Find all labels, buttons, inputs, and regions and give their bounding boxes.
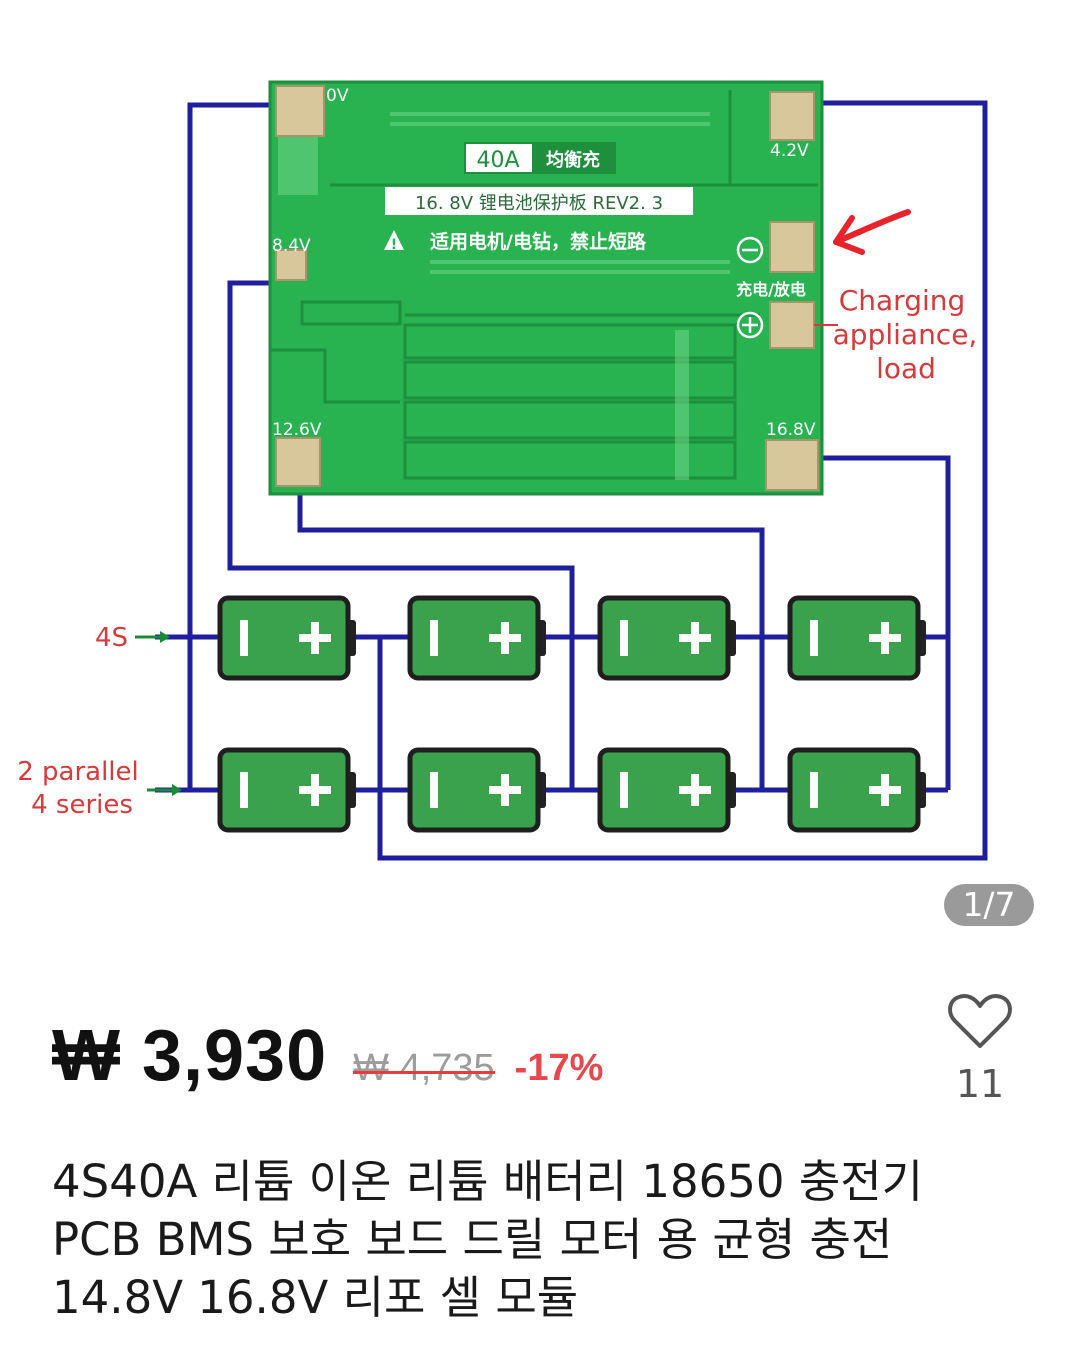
battery-cell: [217, 595, 356, 681]
solder-pads: [275, 85, 819, 491]
board-badge-side: 均衡充: [546, 149, 600, 171]
favorite-count: 11: [955, 1062, 1005, 1106]
pad-label-4-2v: 4.2V: [770, 141, 809, 161]
svg-text:!: !: [391, 237, 397, 253]
pad-label-16-8v: 16.8V: [766, 420, 816, 440]
board-badge-main: 40A: [476, 148, 519, 173]
svg-text:load: load: [876, 352, 936, 385]
product-title-line: PCB BMS 보호 보드 드릴 모터 용 균형 충전: [52, 1213, 893, 1266]
battery-cell: [787, 595, 926, 681]
minus-symbol-icon: [736, 236, 764, 264]
series-arrow-icon: [135, 631, 170, 643]
board-spec-line: 16. 8V 锂电池保护板 REV2. 3: [415, 193, 663, 214]
image-counter: 1/7: [944, 884, 1034, 926]
battery-cell: [787, 747, 926, 833]
product-image-gallery[interactable]: 40A 均衡充 16. 8V 锂电池保护板 REV2. 3 ! 适用电机/电钻，…: [0, 0, 1080, 950]
battery-cell: [407, 595, 546, 681]
svg-text:2 parallel: 2 parallel: [17, 757, 139, 787]
pad-label-12-6v: 12.6V: [272, 420, 322, 440]
parallel-label: 2 parallel 4 series: [17, 757, 139, 820]
parallel-arrow-icon: [147, 784, 182, 796]
red-arrow-icon: [833, 209, 911, 255]
battery-cell: [597, 747, 736, 833]
favorite-button[interactable]: 11: [940, 990, 1020, 1120]
battery-cell: [407, 747, 546, 833]
product-title-line: 14.8V 16.8V 리포 셀 모듈: [52, 1271, 579, 1324]
pad-label-8-4v: 8.4V: [272, 236, 311, 256]
battery-cell: [597, 595, 736, 681]
product-title: 4S40A 리튬 이온 리튬 배터리 18650 충전기 PCB BMS 보호 …: [52, 1153, 1042, 1327]
svg-text:4 series: 4 series: [31, 790, 133, 820]
svg-text:Charging: Charging: [839, 284, 966, 317]
pcb-board: 40A 均衡充 16. 8V 锂电池保护板 REV2. 3 ! 适用电机/电钻，…: [268, 80, 824, 496]
discount-badge: -17%: [514, 1047, 604, 1089]
sale-price: ₩ 3,930: [52, 1016, 328, 1096]
battery-cell: [217, 747, 356, 833]
battery-cells: [217, 595, 926, 833]
svg-text:appliance,: appliance,: [833, 318, 978, 351]
board-warning: 适用电机/电钻，禁止短路: [430, 230, 647, 253]
bms-wiring-diagram: 40A 均衡充 16. 8V 锂电池保护板 REV2. 3 ! 适用电机/电钻，…: [17, 80, 988, 861]
heart-outline-icon: [948, 994, 1012, 1048]
board-port-label: 充电/放电: [736, 280, 806, 299]
load-annotation: Charging appliance, load: [833, 284, 978, 385]
series-label: 4S: [95, 623, 128, 653]
plus-symbol-icon: [736, 311, 764, 339]
pad-label-0v: 0V: [326, 86, 349, 106]
warning-triangle-icon: [384, 230, 404, 250]
original-price: ₩ 4,735: [353, 1047, 495, 1089]
product-title-line: 4S40A 리튬 이온 리튬 배터리 18650 충전기: [52, 1155, 924, 1208]
price-row: ₩ 3,930 ₩ 4,735 -17%: [52, 1015, 603, 1105]
